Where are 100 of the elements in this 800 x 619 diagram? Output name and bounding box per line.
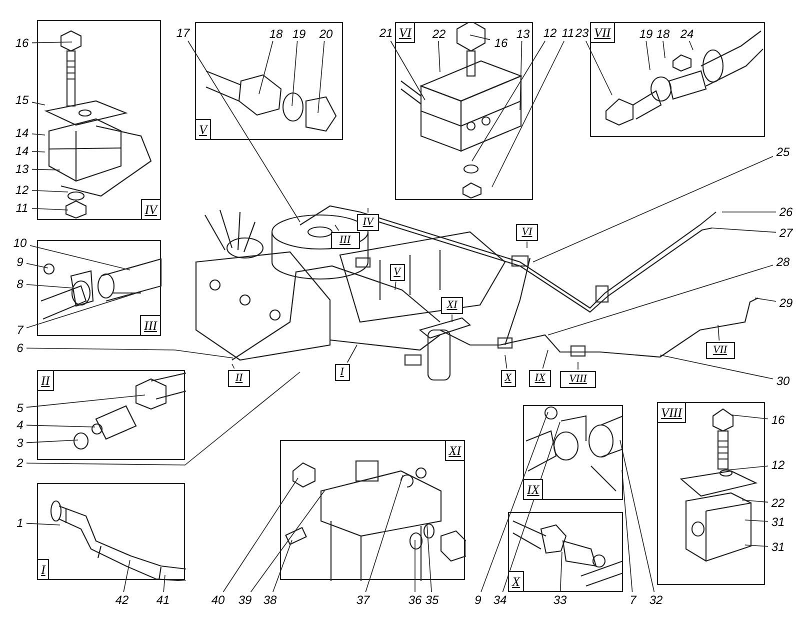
callout-number: 36 — [406, 593, 424, 607]
leader-line — [26, 263, 48, 268]
detail-panel — [590, 22, 765, 137]
callout-number: 26 — [777, 205, 795, 219]
leader-line — [718, 324, 720, 341]
leader-line — [30, 245, 130, 270]
leader-line — [32, 151, 46, 152]
leader-line — [272, 540, 292, 592]
view-number: IV — [140, 199, 161, 220]
leader-line — [662, 40, 666, 58]
callout-number: 18 — [267, 27, 285, 41]
leader-line — [754, 298, 776, 302]
leader-line — [560, 552, 562, 592]
leader-line — [26, 348, 234, 358]
leader-line — [26, 394, 146, 408]
leader-line — [318, 40, 325, 114]
callout-number: 15 — [13, 93, 31, 107]
callout-number: 24 — [678, 27, 696, 41]
detail-panel — [508, 512, 623, 592]
leader-line — [744, 520, 768, 522]
view-marker: X — [500, 370, 516, 386]
callout-number: 12 — [541, 26, 559, 40]
callout-number: 14 — [13, 126, 31, 140]
detail-panel — [657, 402, 765, 585]
callout-number: 20 — [317, 27, 335, 41]
view-marker: III — [330, 232, 360, 248]
callout-number: 41 — [154, 593, 172, 607]
leader-line — [526, 241, 528, 248]
leader-line — [520, 40, 522, 110]
callout-number: 6 — [14, 341, 26, 355]
leader-line — [502, 422, 560, 592]
leader-line — [744, 544, 768, 547]
callout-number: 19 — [290, 27, 308, 41]
leader-line — [480, 412, 548, 592]
callout-number: 33 — [551, 593, 569, 607]
leader-line — [620, 440, 655, 592]
callout-number: 21 — [377, 26, 395, 40]
callout-number: 23 — [573, 26, 591, 40]
leader-line — [163, 574, 166, 592]
leader-line — [32, 190, 68, 192]
callout-number: 27 — [777, 226, 795, 240]
callout-number: 38 — [261, 593, 279, 607]
leader-line — [32, 42, 72, 44]
callout-number: 12 — [769, 458, 787, 472]
callout-number: 25 — [774, 145, 792, 159]
leader-line — [222, 478, 298, 592]
leader-line — [232, 364, 235, 369]
view-marker: II — [228, 370, 250, 386]
detail-panel — [280, 440, 465, 580]
callout-number: 31 — [769, 515, 787, 529]
leader-line — [26, 372, 300, 466]
leader-line — [32, 102, 46, 106]
callout-number: 35 — [423, 593, 441, 607]
leader-line — [542, 350, 548, 369]
view-marker: IV — [357, 214, 379, 230]
view-marker: VII — [706, 342, 734, 358]
callout-number: 10 — [11, 236, 29, 250]
view-number: II — [37, 370, 54, 391]
leader-line — [346, 344, 358, 363]
callout-number: 11 — [13, 201, 31, 215]
callout-number: 13 — [13, 162, 31, 176]
leader-line — [688, 40, 694, 50]
leader-line — [426, 524, 432, 592]
view-marker: IX — [529, 370, 551, 386]
leader-line — [742, 500, 768, 503]
leader-line — [123, 560, 130, 592]
leader-line — [728, 466, 768, 470]
callout-number: 5 — [14, 401, 26, 415]
leader-line — [472, 40, 546, 162]
callout-number: 2 — [14, 456, 26, 470]
leader-line — [492, 40, 564, 188]
view-number: VII — [590, 22, 615, 43]
view-number: VI — [395, 22, 416, 43]
view-marker: VI — [516, 224, 538, 240]
callout-number: 22 — [769, 496, 787, 510]
callout-number: 30 — [774, 374, 792, 388]
detail-panel — [37, 483, 185, 580]
callout-number: 12 — [13, 183, 31, 197]
leader-line — [660, 354, 774, 380]
leader-line — [732, 414, 768, 420]
leader-line — [390, 40, 426, 100]
callout-number: 32 — [647, 593, 665, 607]
callout-number: 28 — [774, 255, 792, 269]
callout-number: 40 — [209, 593, 227, 607]
detail-panel — [37, 370, 185, 460]
leader-line — [32, 168, 60, 170]
leader-line — [32, 134, 46, 136]
callout-number: 39 — [236, 593, 254, 607]
leader-line — [250, 490, 326, 592]
view-number: III — [140, 315, 161, 336]
callout-number: 17 — [174, 26, 192, 40]
leader-line — [258, 40, 274, 94]
leader-line — [622, 470, 633, 592]
callout-number: 1 — [14, 516, 26, 530]
callout-number: 4 — [14, 418, 26, 432]
view-marker: V — [390, 264, 404, 280]
callout-number: 22 — [430, 27, 448, 41]
callout-number: 34 — [491, 593, 509, 607]
view-number: I — [37, 559, 50, 580]
view-number: X — [508, 571, 524, 592]
